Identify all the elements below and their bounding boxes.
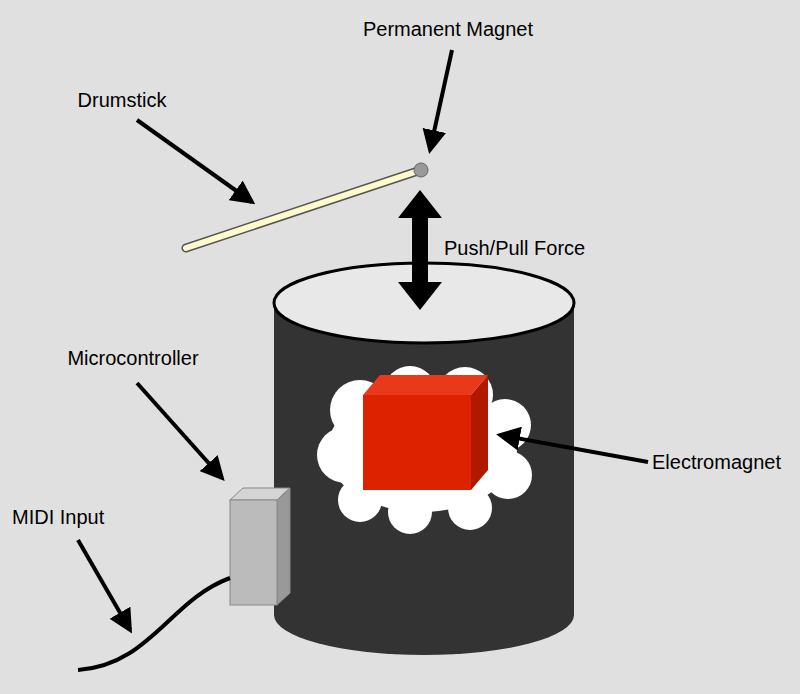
drum-bottom bbox=[274, 575, 574, 655]
callout-label: Drumstick bbox=[78, 88, 167, 112]
leader-lines bbox=[78, 50, 648, 630]
callout-label: Microcontroller bbox=[67, 346, 198, 370]
callout-label: Push/Pull Force bbox=[444, 236, 585, 260]
permanent-magnet bbox=[414, 163, 428, 177]
drumstick bbox=[186, 171, 418, 248]
midi-cable bbox=[78, 578, 230, 670]
callout-label: Electromagnet bbox=[652, 450, 781, 474]
callout-label: MIDI Input bbox=[12, 505, 104, 529]
drumstick-outline bbox=[186, 171, 418, 248]
push-pull-arrow bbox=[398, 190, 442, 310]
microcontroller-box bbox=[230, 488, 290, 605]
callout-label: Permanent Magnet bbox=[363, 17, 533, 41]
electromagnet-cube bbox=[363, 375, 488, 490]
cutaway-cloud bbox=[317, 366, 532, 534]
drum-body bbox=[274, 303, 574, 615]
